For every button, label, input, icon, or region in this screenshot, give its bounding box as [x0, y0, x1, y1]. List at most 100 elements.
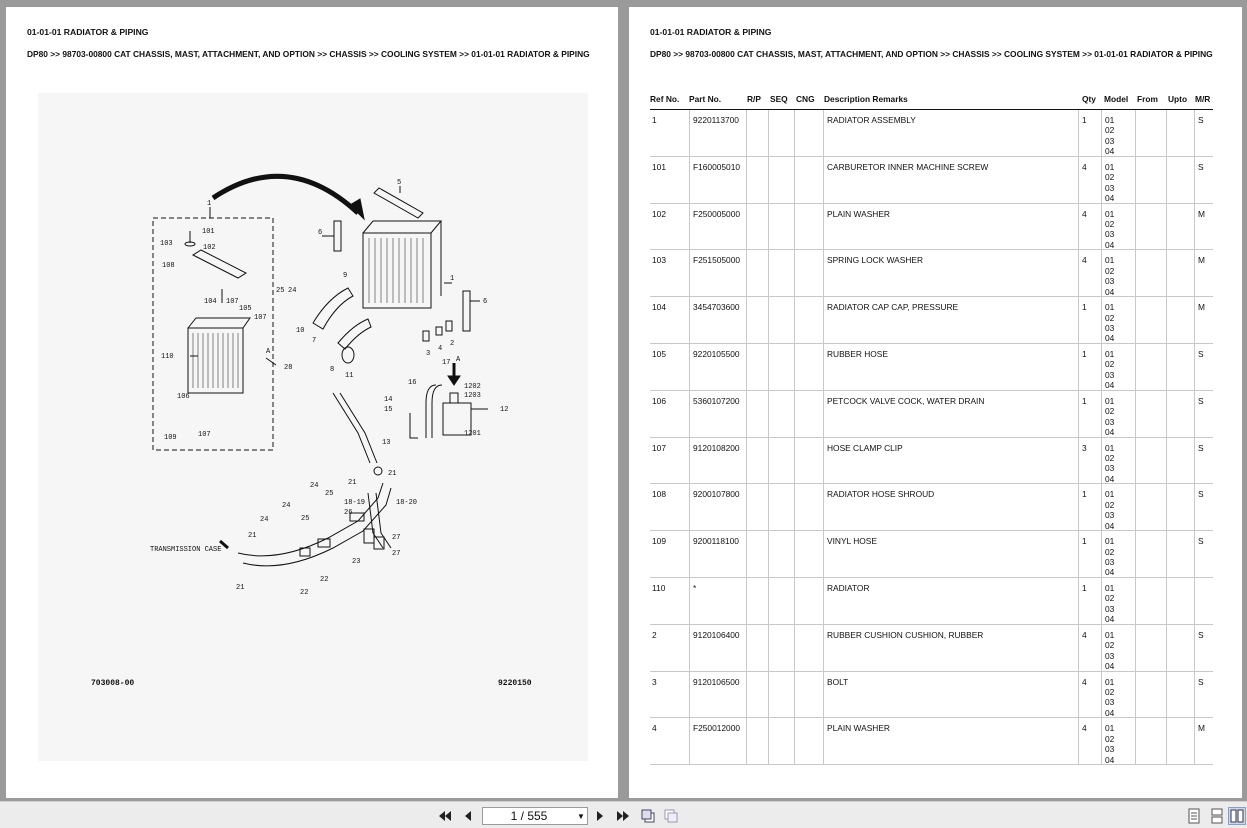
cell-ref: 102	[652, 208, 666, 219]
cell-upto	[1166, 624, 1194, 671]
cell-desc: RADIATOR ASSEMBLY	[823, 110, 1078, 156]
cell-desc: CARBURETOR INNER MACHINE SCREW	[823, 156, 1078, 203]
callout-21: 21	[388, 470, 396, 478]
cell-cng	[794, 390, 823, 437]
cell-ref: 109	[652, 536, 666, 547]
cell-cng	[794, 718, 823, 765]
callout-107: 107	[198, 431, 211, 439]
cell-qty: 4	[1078, 156, 1101, 203]
callout-1202: 1202	[464, 383, 481, 391]
callout-101: 101	[202, 228, 215, 236]
cell-desc: HOSE CLAMP CLIP	[823, 437, 1078, 484]
next-page-button[interactable]	[591, 807, 609, 825]
cell-cng	[794, 203, 823, 250]
cell-cng	[794, 343, 823, 390]
cell-seq	[768, 343, 794, 390]
cell-qty: 4	[1078, 671, 1101, 718]
cell-desc: RADIATOR HOSE SHROUD	[823, 484, 1078, 531]
cell-from	[1135, 531, 1166, 577]
cell-qty: 1	[1078, 390, 1101, 437]
model-code: 01	[1105, 582, 1115, 593]
cell-desc: PLAIN WASHER	[823, 203, 1078, 250]
cell-from	[1135, 624, 1166, 671]
cell-qty: 1	[1078, 343, 1101, 390]
model-code: 04	[1105, 427, 1115, 437]
model-code: 02	[1105, 125, 1115, 136]
callout-9: 9	[343, 272, 347, 280]
callout-17: 17	[442, 359, 450, 367]
callout-1203: 1203	[464, 392, 481, 400]
model-code: 02	[1105, 219, 1115, 229]
model-code: 02	[1105, 312, 1115, 323]
two-page-view-button[interactable]	[1228, 807, 1246, 825]
model-code: 01	[1105, 723, 1115, 734]
cell-cng	[794, 110, 823, 156]
callout-24: 24	[260, 516, 268, 524]
model-code: 02	[1105, 640, 1115, 651]
callout-108: 108	[162, 262, 175, 270]
cell-seq	[768, 671, 794, 718]
cell-qty: 1	[1078, 531, 1101, 577]
model-code: 03	[1105, 510, 1115, 521]
cell-upto	[1166, 110, 1194, 156]
page-selector[interactable]: 1 / 555 ▼	[482, 807, 588, 825]
callout-7: 7	[312, 337, 316, 345]
exploded-parts-diagram: 1 5 6 6 1 101 103 102 108 104 107 105 10…	[38, 93, 588, 761]
callout-14: 14	[384, 396, 392, 404]
callout-18-20: 18-20	[396, 499, 417, 507]
col-upto: Upto	[1168, 94, 1188, 104]
cell-from	[1135, 484, 1166, 531]
model-code: 04	[1105, 520, 1115, 531]
cell-upto	[1166, 484, 1194, 531]
callout-24: 24	[310, 482, 318, 490]
first-page-button[interactable]	[436, 807, 454, 825]
model-code: 03	[1105, 369, 1115, 380]
chevron-down-icon: ▼	[577, 811, 585, 821]
cell-mr: S	[1194, 390, 1213, 437]
cell-desc: PLAIN WASHER	[823, 718, 1078, 765]
col-model: Model	[1104, 94, 1129, 104]
back-view-icon	[641, 809, 655, 823]
cell-upto	[1166, 671, 1194, 718]
callout-106: 106	[177, 393, 190, 401]
viewer-toolbar: 1 / 555 ▼	[0, 801, 1247, 828]
forward-view-button[interactable]	[662, 807, 680, 825]
cell-cng	[794, 250, 823, 297]
callout-102: 102	[203, 244, 216, 252]
cell-qty: 1	[1078, 297, 1101, 343]
cell-cng	[794, 671, 823, 718]
model-code: 03	[1105, 744, 1115, 755]
back-view-button[interactable]	[639, 807, 657, 825]
cell-mr: M	[1194, 203, 1213, 250]
last-page-button[interactable]	[614, 807, 632, 825]
model-code: 02	[1105, 265, 1115, 276]
cell-seq	[768, 484, 794, 531]
cell-mr: S	[1194, 484, 1213, 531]
single-page-view-button[interactable]	[1185, 807, 1203, 825]
callout-15: 15	[384, 406, 392, 414]
cell-qty: 4	[1078, 203, 1101, 250]
callout-11: 11	[345, 372, 353, 380]
cell-ref: 103	[652, 255, 666, 266]
callout-A: A	[266, 348, 271, 356]
left-page: 01-01-01 RADIATOR & PIPING DP80 >> 98703…	[6, 7, 618, 798]
continuous-view-button[interactable]	[1208, 807, 1226, 825]
diagram-drawing: 1 5 6 6 1 101 103 102 108 104 107 105 10…	[91, 173, 532, 688]
prev-page-button[interactable]	[459, 807, 477, 825]
callout-103: 103	[160, 240, 173, 248]
